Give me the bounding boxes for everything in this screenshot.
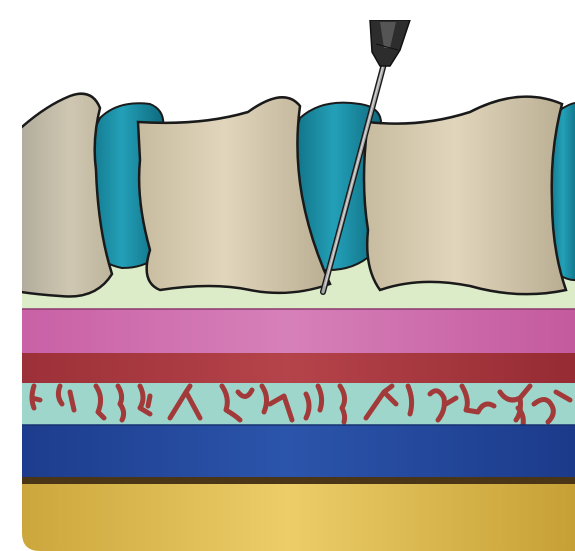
vertebra-icon [364, 97, 566, 295]
muscle-layer [0, 309, 575, 353]
skin-surface-layer [0, 484, 575, 551]
dermis-layer [0, 425, 575, 477]
vertebra-icon [8, 94, 112, 297]
fascia-layer [0, 353, 575, 383]
epidermis-layer [0, 477, 575, 484]
